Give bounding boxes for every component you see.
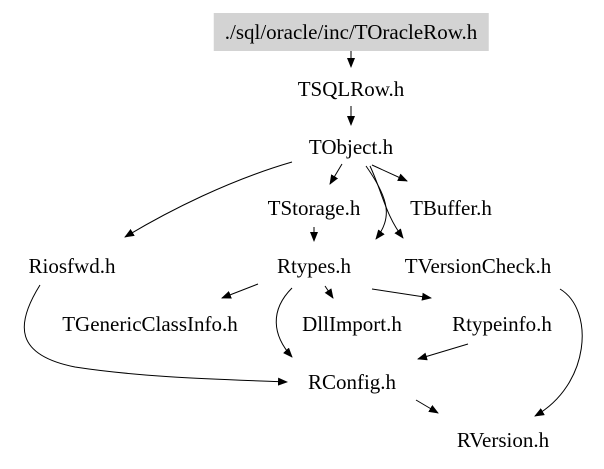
node-toraclerow[interactable]: ./sql/oracle/inc/TOracleRow.h — [213, 13, 489, 51]
edge-tobject-to-riosfwd — [124, 161, 293, 238]
node-rtypeinfo[interactable]: Rtypeinfo.h — [452, 312, 552, 336]
edge-rtypes-to-rconfig — [275, 287, 293, 358]
edge-rtypes-to-dllimport — [324, 285, 334, 299]
edge-rtypes-to-tgenericclassinfo — [221, 283, 259, 299]
edge-rconfig-to-rversion — [415, 399, 439, 414]
node-rversion[interactable]: RVersion.h — [456, 428, 550, 452]
node-rconfig[interactable]: RConfig.h — [307, 370, 397, 394]
edge-tobject-to-tversioncheck — [369, 165, 404, 239]
edge-tobject-to-tstorage — [329, 163, 343, 185]
node-tbuffer[interactable]: TBuffer.h — [410, 196, 492, 220]
edge-tobject-to-tbuffer — [371, 164, 408, 182]
edge-riosfwd-to-rconfig — [23, 284, 288, 386]
node-tsqlrow[interactable]: TSQLRow.h — [297, 77, 405, 101]
edge-tversioncheck-to-rversion — [534, 288, 583, 417]
node-tgenericclassinfo[interactable]: TGenericClassInfo.h — [62, 312, 238, 336]
node-tobject[interactable]: TObject.h — [308, 135, 394, 159]
node-rtypes[interactable]: Rtypes.h — [276, 254, 352, 278]
node-riosfwd[interactable]: Riosfwd.h — [28, 254, 116, 278]
node-tversioncheck[interactable]: TVersionCheck.h — [404, 254, 552, 278]
edge-rtypes-to-rtypeinfo — [371, 288, 432, 301]
node-tstorage[interactable]: TStorage.h — [267, 196, 361, 220]
node-dllimport[interactable]: DllImport.h — [302, 312, 402, 336]
edge-rtypeinfo-to-rconfig — [417, 343, 469, 361]
edge-tobject-to-rtypes — [365, 165, 387, 240]
